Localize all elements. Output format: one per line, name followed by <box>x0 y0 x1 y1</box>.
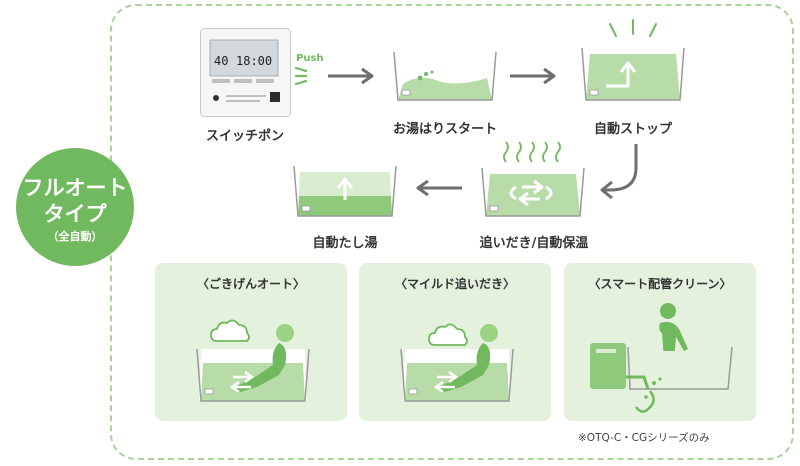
remote-controller: 40 18:00 <box>200 28 291 117</box>
arrow-left-icon <box>416 179 462 197</box>
bathtub-relax-icon <box>400 323 514 402</box>
step-label-fill-start: お湯はりスタート <box>392 122 497 137</box>
badge-line-3: （全自動） <box>47 230 103 243</box>
arrow-curve-down-icon <box>600 144 638 200</box>
pipe-cleaning-icon <box>590 303 733 413</box>
mode-title: 〈ごきげんオート〉 <box>196 277 305 291</box>
series-note: ※OTQ-C・CGシリーズのみ <box>578 432 710 444</box>
bathtub-auto-topup <box>293 165 397 217</box>
mode-card-smart-pipe-clean: 〈スマート配管クリーン〉 <box>564 263 756 421</box>
bathtub-relax-icon <box>196 319 310 402</box>
remote-temp: 40 <box>214 54 228 68</box>
push-label: Push <box>296 53 324 64</box>
push-indicator-icon: Push <box>294 53 324 86</box>
mode-card-gokigen-auto: 〈ごきげんオート〉 <box>155 263 347 421</box>
bathtub-filling <box>393 51 497 101</box>
mode-card-mild-reheat: 〈マイルド追いだき〉 <box>359 263 551 421</box>
step-label-switch-on: スイッチポン <box>205 129 284 144</box>
mode-title: 〈マイルド追いだき〉 <box>394 277 515 291</box>
step-label-auto-stop: 自動ストップ <box>593 122 672 137</box>
badge-line-1: フルオート <box>22 176 128 200</box>
arrow-right-icon <box>510 67 556 85</box>
bathtub-auto-stop <box>581 19 685 101</box>
mode-title: 〈スマート配管クリーン〉 <box>588 277 732 291</box>
badge-line-2: タイプ <box>43 202 107 226</box>
step-label-auto-topup: 自動たし湯 <box>312 236 378 251</box>
step-label-reheat: 追いだき/自動保温 <box>479 236 589 251</box>
remote-time: 18:00 <box>236 54 272 68</box>
bathtub-reheat <box>481 141 585 217</box>
arrow-right-icon <box>328 67 374 85</box>
full-auto-badge: フルオート タイプ （全自動） <box>16 148 134 266</box>
